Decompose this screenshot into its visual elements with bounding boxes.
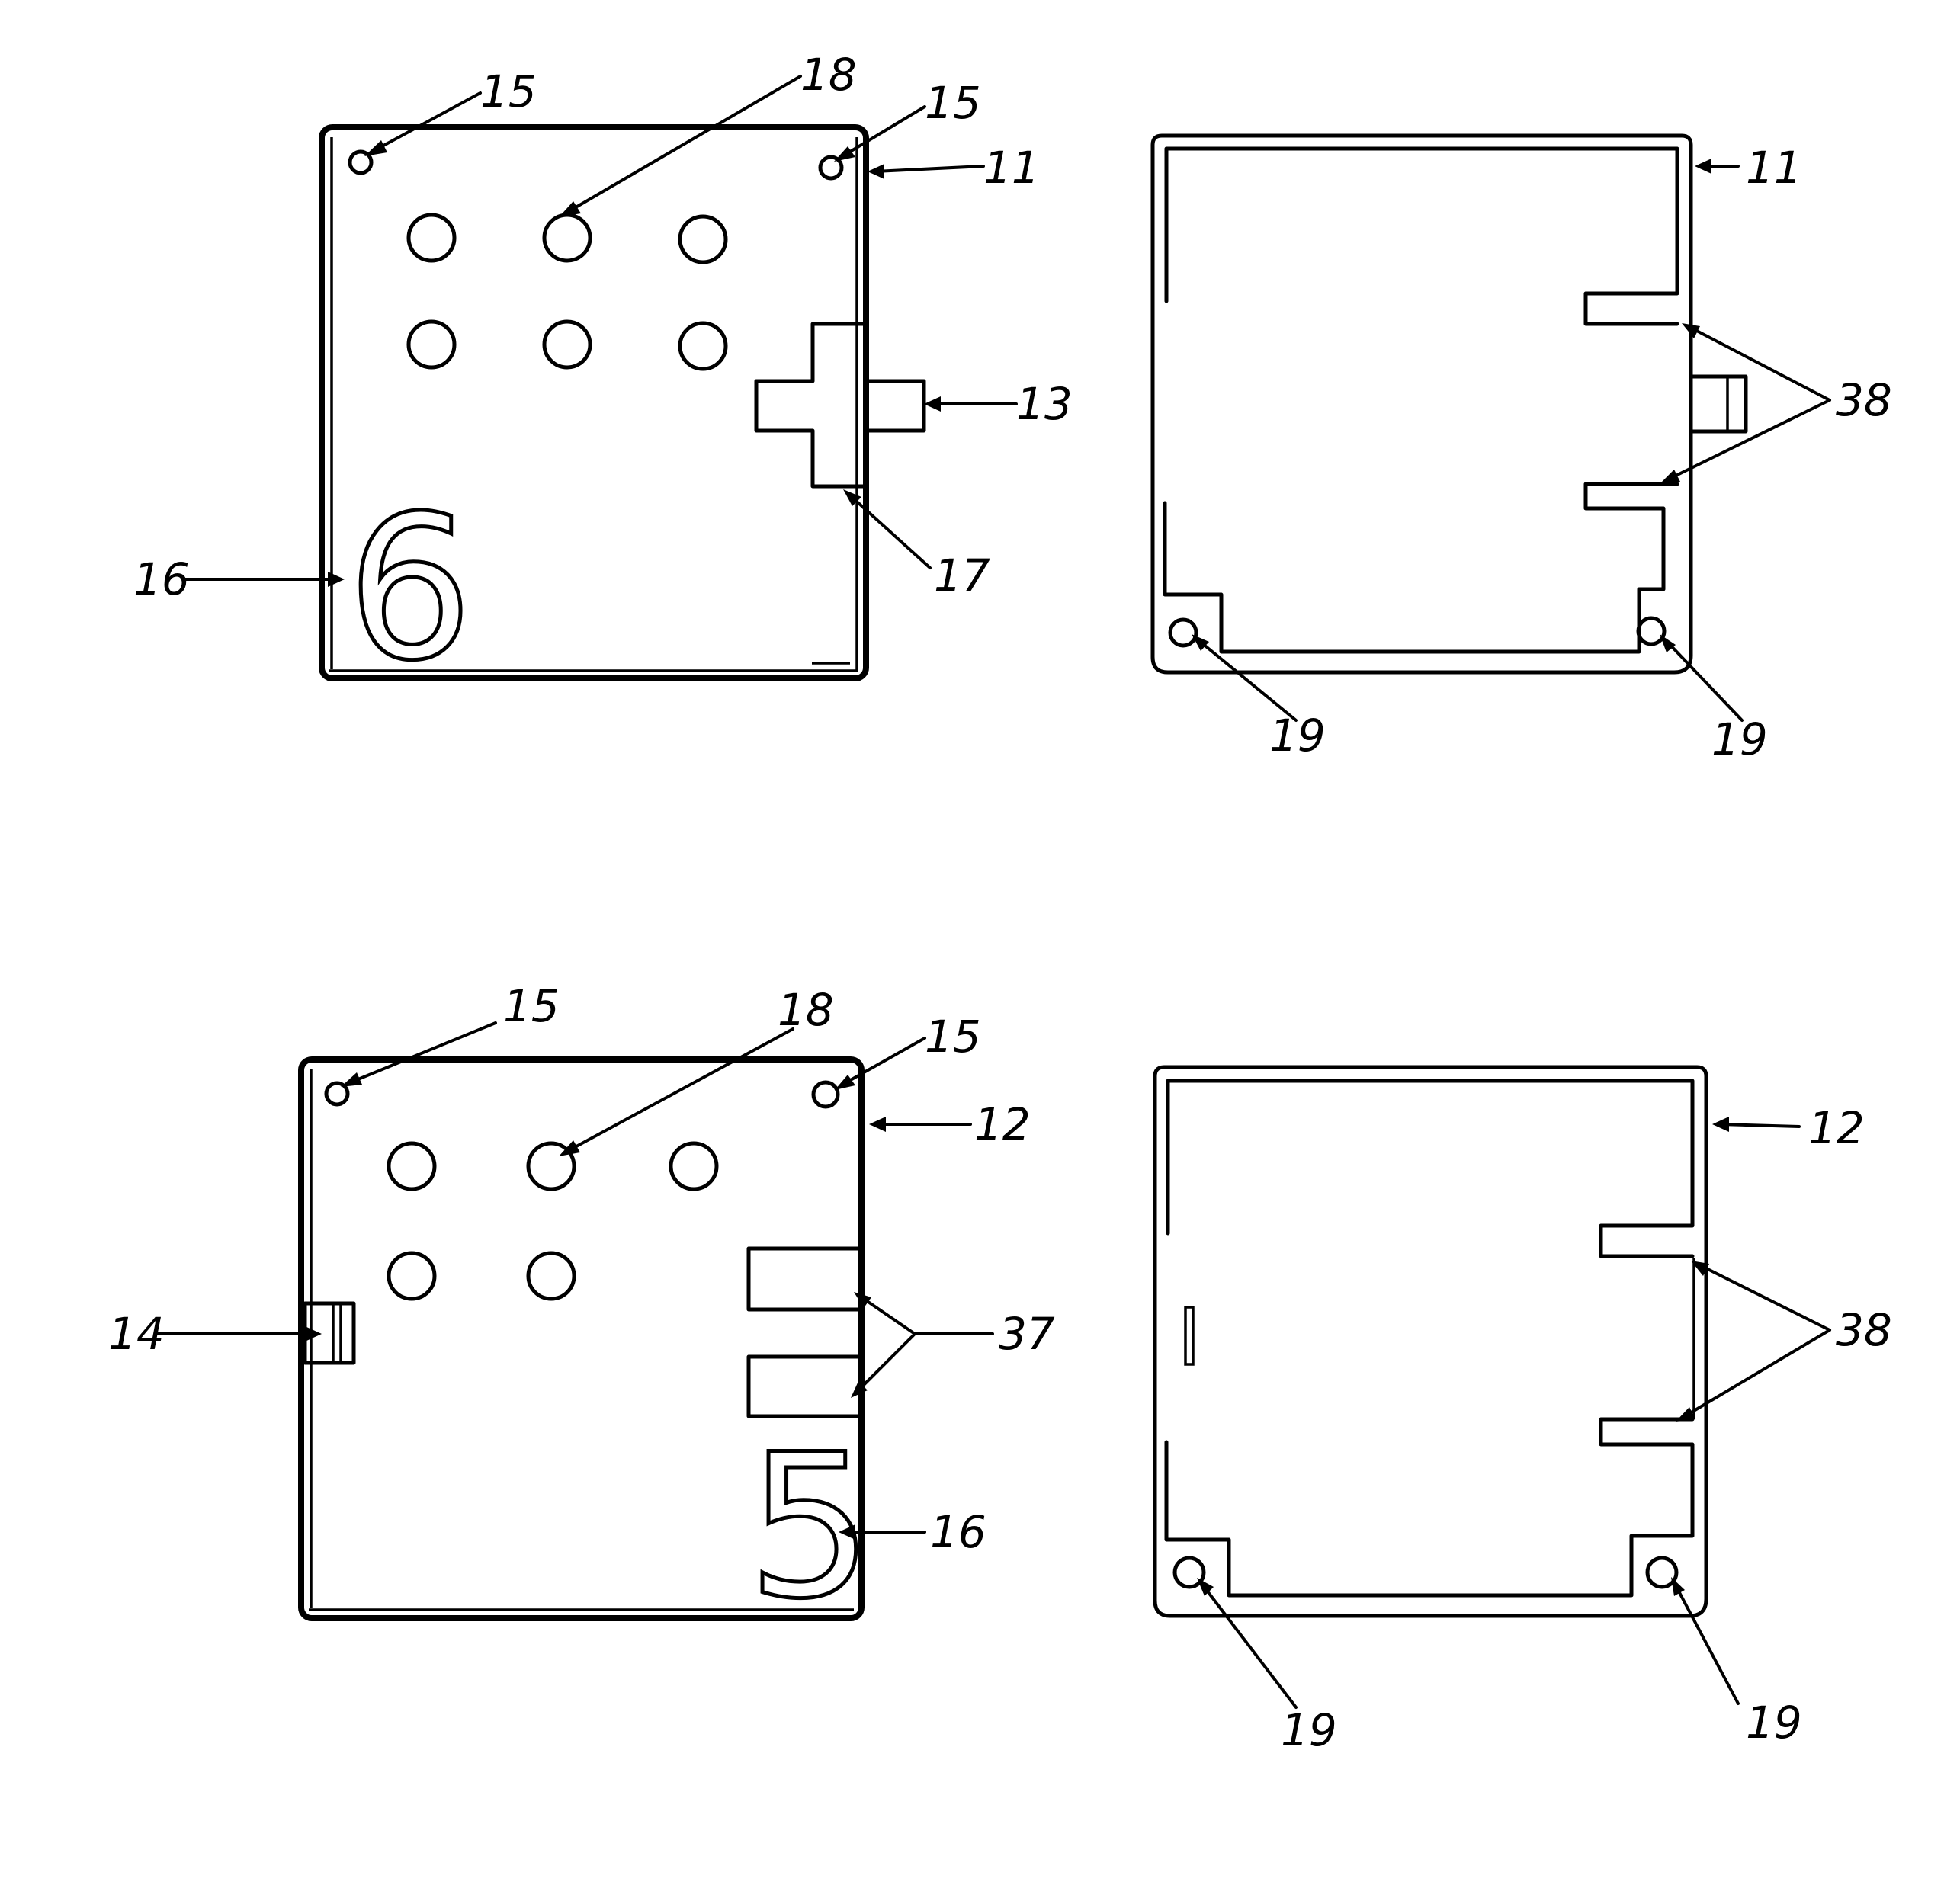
ref-fig1-mount-left: 15 — [480, 66, 537, 117]
ref-fig4-hole-left: 19 — [1281, 1704, 1337, 1756]
fig2-outer-outline — [1153, 136, 1691, 672]
ref-fig2-part: 11 — [1746, 142, 1802, 194]
ref-fig2-hole-right: 19 — [1711, 713, 1768, 765]
fig1-face-number: 6 — [347, 474, 473, 704]
fig1-pip-2 — [544, 215, 590, 261]
fig3-mount-hole-right — [813, 1082, 838, 1107]
fig3-pip-1 — [389, 1143, 435, 1189]
ref-fig1-face-marker: 16 — [133, 553, 190, 605]
fig3-pip-4 — [389, 1253, 435, 1299]
ref-fig2-hole-left: 19 — [1269, 710, 1326, 761]
ref-fig3-mount-right: 15 — [925, 1011, 981, 1063]
ref-fig1-connector: 13 — [1016, 378, 1073, 430]
fig2-plate-back — [1153, 136, 1746, 672]
ref-fig1-edge: 17 — [934, 550, 990, 601]
fig3-face-plate: 5 — [301, 1059, 873, 1643]
leader-lines — [156, 76, 1830, 1707]
fig3-pip-3 — [671, 1143, 717, 1189]
ref-fig3-face-marker: 16 — [930, 1506, 986, 1558]
fig1-pip-5 — [544, 322, 590, 367]
fig1-pip-1 — [409, 215, 454, 261]
fig4-slot-mark — [1185, 1307, 1193, 1364]
fig2-hole-right — [1638, 618, 1664, 644]
ref-fig2-slots: 38 — [1836, 374, 1892, 426]
fig3-pip-5 — [528, 1253, 574, 1299]
fig1-pip-6 — [680, 323, 726, 369]
ref-fig3-tabs: 37 — [999, 1308, 1055, 1360]
ref-fig1-mount-right: 15 — [925, 77, 981, 129]
fig1-face-plate: 6 — [322, 127, 924, 704]
ref-fig3-latch: 14 — [108, 1308, 165, 1360]
fig4-outer-outline — [1155, 1067, 1706, 1616]
ref-fig4-slots: 38 — [1836, 1304, 1892, 1356]
reference-numerals: 15 18 15 11 13 16 17 11 38 19 19 15 18 1… — [108, 49, 1892, 1756]
fig3-tab-upper — [749, 1248, 861, 1309]
fig1-pip-4 — [409, 322, 454, 367]
ref-fig4-part: 12 — [1808, 1102, 1865, 1154]
fig1-cross-connector — [756, 324, 924, 486]
fig2-latch-block — [1691, 377, 1746, 431]
ref-fig3-mount-left: 15 — [503, 980, 560, 1032]
fig3-tab-lower — [749, 1357, 861, 1416]
fig2-inner-channel — [1165, 149, 1677, 652]
fig4-plate-back — [1155, 1067, 1706, 1616]
fig2-hole-left — [1170, 620, 1196, 646]
ref-fig4-hole-right: 19 — [1746, 1697, 1802, 1749]
ref-fig3-part: 12 — [974, 1098, 1031, 1150]
fig4-inner-channel — [1166, 1081, 1692, 1595]
ref-fig3-pip: 18 — [778, 984, 834, 1036]
ref-fig1-part: 11 — [983, 142, 1040, 194]
fig1-pip-3 — [680, 216, 726, 262]
ref-fig1-pip: 18 — [800, 49, 857, 101]
